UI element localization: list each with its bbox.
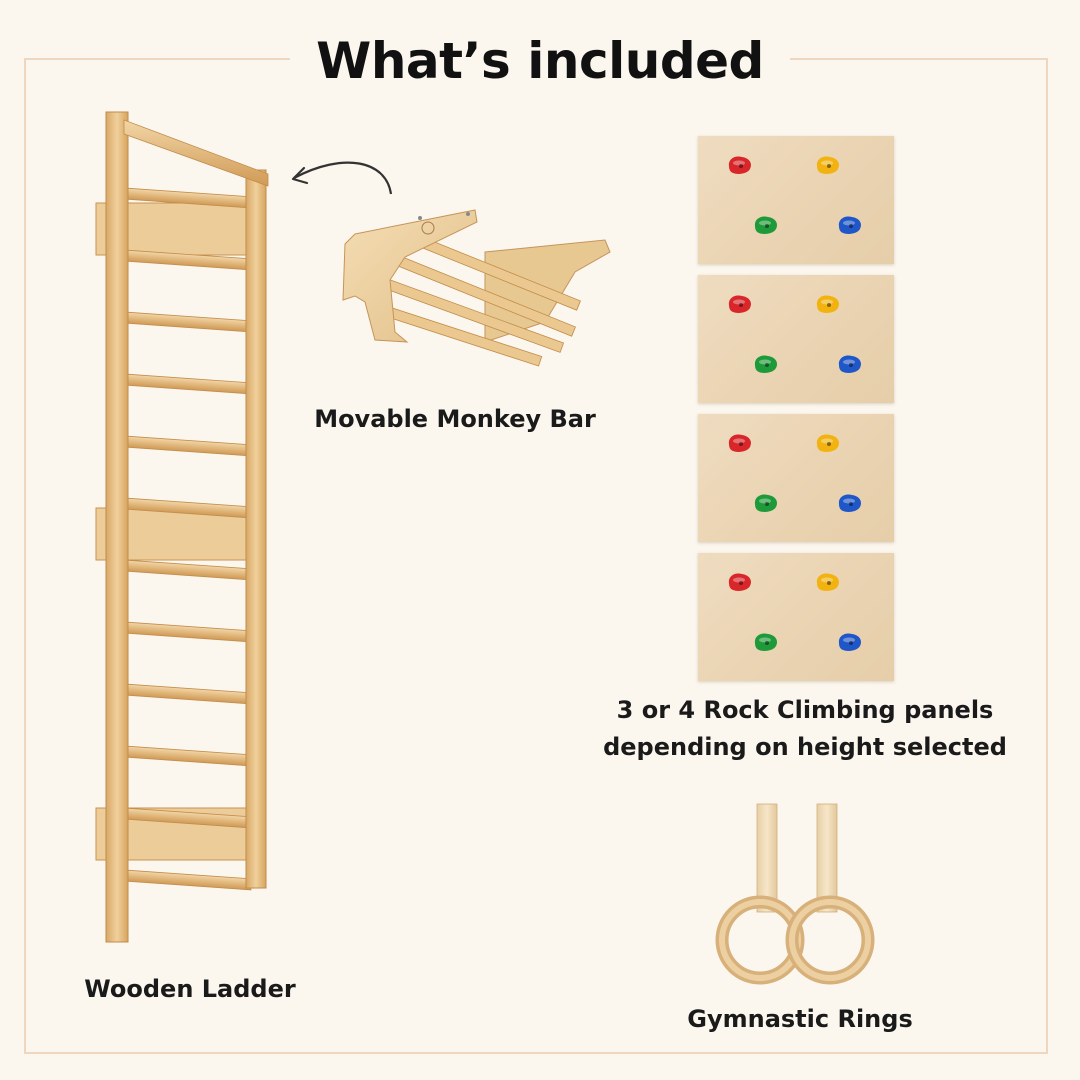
blue-hold-icon: [836, 492, 864, 514]
red-hold-icon: [726, 154, 754, 176]
red-hold-icon: [726, 293, 754, 315]
green-hold-icon: [752, 631, 780, 653]
ladder-rung: [122, 683, 253, 705]
ladder-rung: [122, 435, 253, 457]
green-hold-icon: [752, 353, 780, 375]
climbing-panel: [698, 136, 894, 264]
yellow-hold-icon: [814, 571, 842, 593]
gymnastic-rings-image: [715, 803, 875, 985]
gymnastic-rings-label: Gymnastic Rings: [687, 1005, 913, 1033]
ladder-rung: [122, 621, 253, 643]
red-hold-icon: [726, 432, 754, 454]
ladder-rung: [122, 373, 253, 395]
monkey-bar-image: [342, 209, 611, 367]
climbing-panels-label-line2: depending on height selected: [603, 733, 1007, 761]
blue-hold-icon: [836, 631, 864, 653]
wooden-ladder-label: Wooden Ladder: [84, 975, 296, 1003]
ladder-rung: [122, 559, 253, 581]
yellow-hold-icon: [814, 293, 842, 315]
monkey-bar-label: Movable Monkey Bar: [314, 405, 596, 433]
ladder-rung: [122, 869, 253, 891]
climbing-panel: [698, 553, 894, 681]
climbing-panel: [698, 275, 894, 403]
blue-hold-icon: [836, 353, 864, 375]
blue-hold-icon: [836, 214, 864, 236]
yellow-hold-icon: [814, 154, 842, 176]
green-hold-icon: [752, 492, 780, 514]
green-hold-icon: [752, 214, 780, 236]
page-title: What’s included: [290, 28, 790, 94]
red-hold-icon: [726, 571, 754, 593]
ladder-rung: [122, 311, 253, 333]
ladder-rung: [122, 745, 253, 767]
climbing-panels-label-line1: 3 or 4 Rock Climbing panels: [616, 696, 994, 724]
wooden-ladder-image: [95, 111, 269, 943]
climbing-panel: [698, 414, 894, 542]
yellow-hold-icon: [814, 432, 842, 454]
curved-arrow-icon: [291, 161, 393, 195]
